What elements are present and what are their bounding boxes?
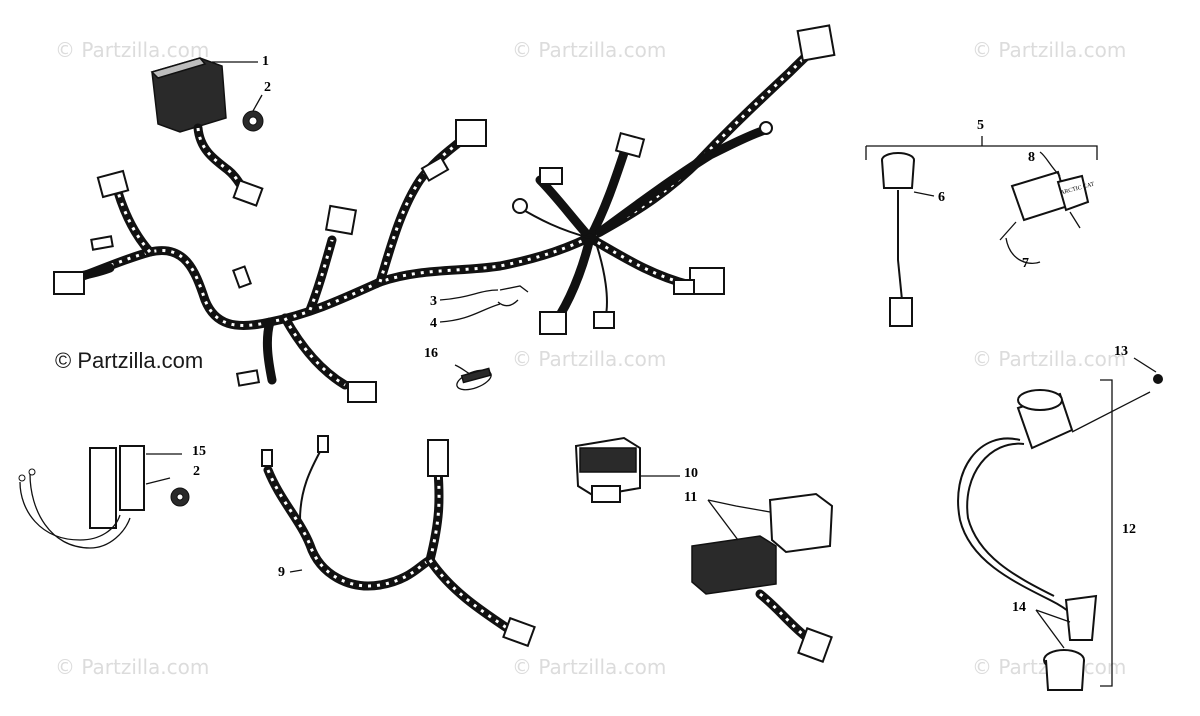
callout-8: 8 <box>1028 150 1035 165</box>
ignition-coil-part <box>957 374 1163 691</box>
module-part <box>574 436 641 503</box>
regulator-part <box>150 57 264 207</box>
callout-11: 11 <box>684 490 698 505</box>
callout-3: 3 <box>430 294 437 309</box>
sub-harness-part <box>261 435 536 648</box>
leader-lines <box>145 61 1157 649</box>
callout-10: 10 <box>684 466 698 481</box>
watermark: © Partzilla.com <box>512 38 667 62</box>
callout-9: 9 <box>278 565 285 580</box>
callout-4: 4 <box>430 316 437 331</box>
main-harness-part <box>53 24 836 403</box>
callout-7: 7 <box>1022 256 1029 271</box>
callout-2: 2 <box>264 80 271 95</box>
watermark: © Partzilla.com <box>512 347 667 371</box>
callout-6: 6 <box>938 190 945 205</box>
cdi-box-part <box>691 492 834 663</box>
watermark: © Partzilla.com <box>512 655 667 679</box>
callout-2-lower: 2 <box>193 464 200 479</box>
callout-5: 5 <box>977 118 984 133</box>
watermark: © Partzilla.com <box>972 347 1127 371</box>
clip-part <box>497 285 529 307</box>
watermark: © Partzilla.com <box>55 38 210 62</box>
watermark-main: © Partzilla.com <box>55 348 204 373</box>
ignition-switch-group <box>865 136 1098 327</box>
callout-13: 13 <box>1114 344 1128 359</box>
watermark: © Partzilla.com <box>55 655 210 679</box>
watermark: © Partzilla.com <box>972 38 1127 62</box>
callout-15: 15 <box>192 444 206 459</box>
nut-part <box>242 110 264 132</box>
callout-12: 12 <box>1122 522 1136 537</box>
callout-14: 14 <box>1012 600 1026 615</box>
relay-part <box>18 445 190 549</box>
strap-part <box>456 367 492 391</box>
callout-1: 1 <box>262 54 269 69</box>
callout-16: 16 <box>424 346 438 361</box>
